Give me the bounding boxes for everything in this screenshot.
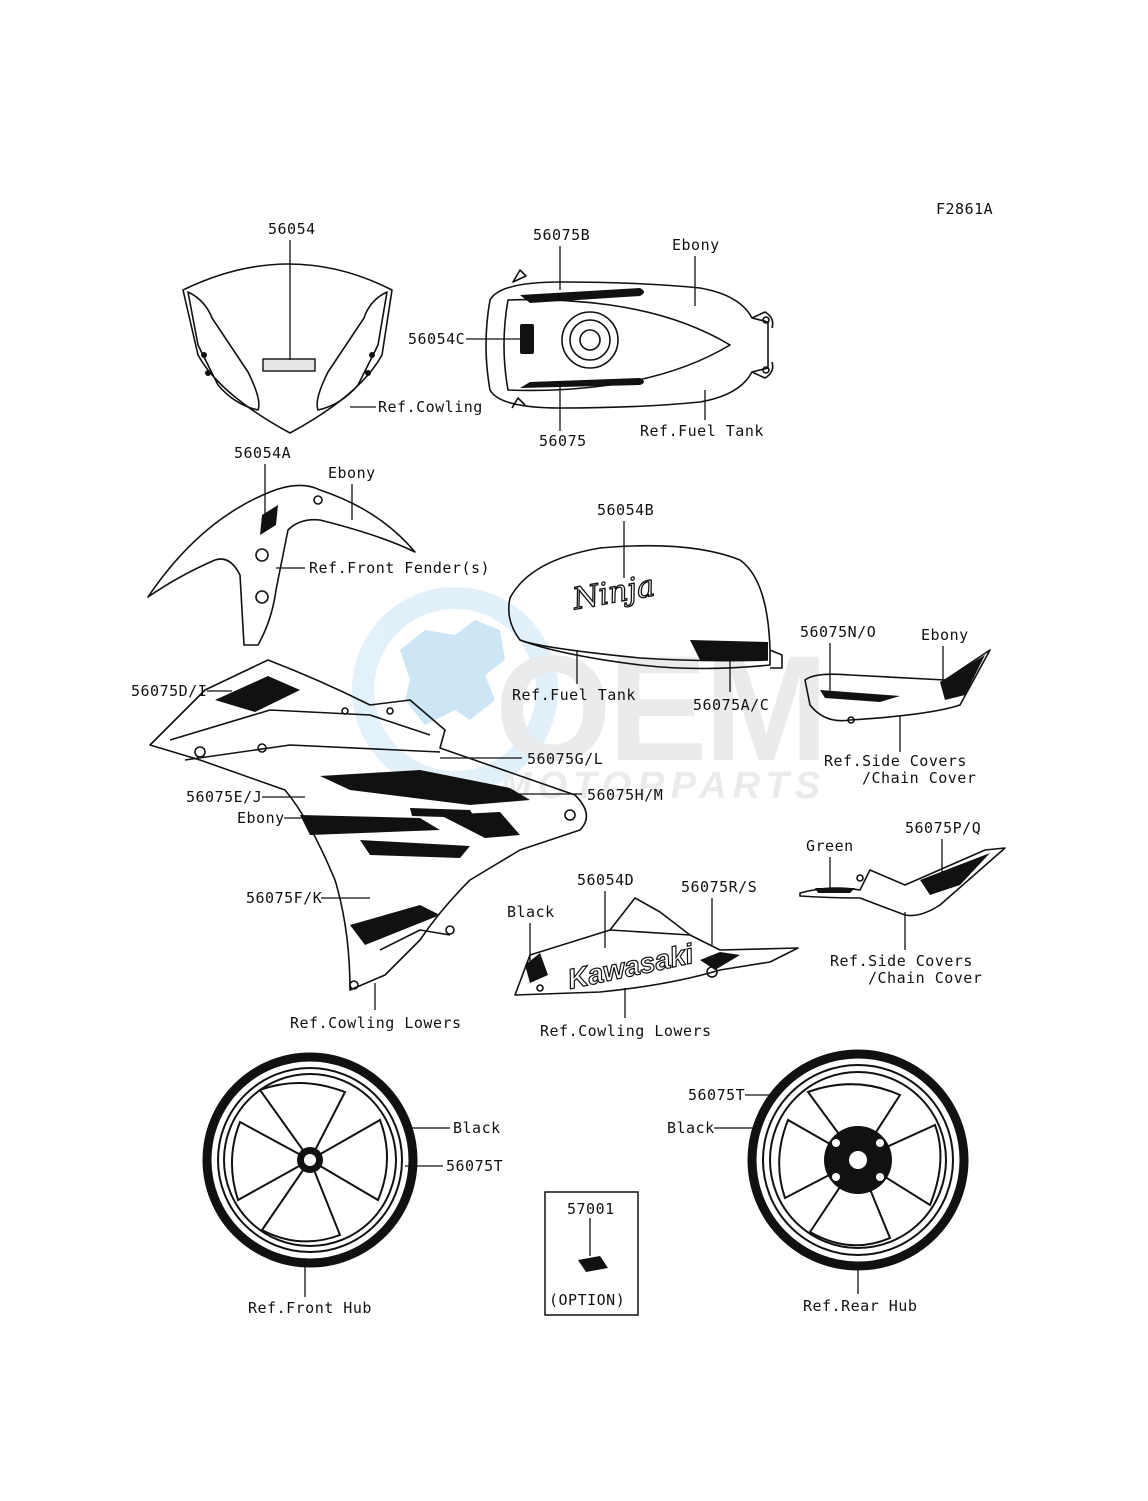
side-cover-upper-part bbox=[804, 649, 991, 724]
cowling-lower-part: Kawasaki bbox=[514, 897, 799, 996]
label-56075T-rear: 56075T bbox=[688, 1086, 745, 1104]
figure-code: F2861A bbox=[936, 200, 993, 218]
option-box bbox=[544, 1191, 639, 1316]
watermark-sub: MOTORPARTS bbox=[500, 765, 826, 807]
label-56075EJ: 56075E/J bbox=[186, 788, 262, 806]
label-ref-cowling-lowers-2: Ref.Cowling Lowers bbox=[540, 1022, 712, 1040]
label-56075DI: 56075D/I bbox=[131, 682, 207, 700]
label-black-rear: Black bbox=[667, 1119, 715, 1137]
label-black-front: Black bbox=[453, 1119, 501, 1137]
label-56075PQ: 56075P/Q bbox=[905, 819, 981, 837]
label-56075NO: 56075N/O bbox=[800, 623, 876, 641]
label-56075B: 56075B bbox=[533, 226, 590, 244]
label-ref-sidecovers-2: Ref.Side Covers bbox=[830, 952, 973, 970]
rear-wheel-part bbox=[747, 1049, 969, 1271]
label-56075RS: 56075R/S bbox=[681, 878, 757, 896]
label-ref-fuel-tank-side: Ref.Fuel Tank bbox=[512, 686, 636, 704]
label-black-lower: Black bbox=[507, 903, 555, 921]
label-56054B: 56054B bbox=[597, 501, 654, 519]
watermark-continent-shape bbox=[400, 620, 505, 725]
label-option: (OPTION) bbox=[549, 1291, 625, 1309]
label-chain-cover-1: /Chain Cover bbox=[862, 769, 976, 787]
label-ref-front-hub: Ref.Front Hub bbox=[248, 1299, 372, 1317]
label-56075GL: 56075G/L bbox=[527, 750, 603, 768]
label-chain-cover-2: /Chain Cover bbox=[868, 969, 982, 987]
label-green: Green bbox=[806, 837, 854, 855]
decal-ninja: Ninja bbox=[569, 569, 657, 618]
label-56075HM: 56075H/M bbox=[587, 786, 663, 804]
label-ebony-sidecover: Ebony bbox=[921, 626, 969, 644]
side-cowling-part bbox=[149, 659, 588, 991]
label-ebony-cowl: Ebony bbox=[237, 809, 285, 827]
front-fender-part bbox=[147, 484, 416, 646]
label-ref-sidecovers-1: Ref.Side Covers bbox=[824, 752, 967, 770]
label-56075FK: 56075F/K bbox=[246, 889, 322, 907]
label-56054D: 56054D bbox=[577, 871, 634, 889]
label-ref-cowling: Ref.Cowling bbox=[378, 398, 483, 416]
label-ref-rear-hub: Ref.Rear Hub bbox=[803, 1297, 917, 1315]
fuel-tank-top-part bbox=[485, 269, 774, 409]
label-56054C: 56054C bbox=[408, 330, 465, 348]
label-56075T-front: 56075T bbox=[446, 1157, 503, 1175]
label-ref-cowling-lowers-1: Ref.Cowling Lowers bbox=[290, 1014, 462, 1032]
windscreen-part bbox=[182, 263, 393, 434]
decal-kawasaki: Kawasaki bbox=[565, 938, 697, 995]
label-57001: 57001 bbox=[567, 1200, 615, 1218]
label-ebony-tank: Ebony bbox=[672, 236, 720, 254]
label-56075: 56075 bbox=[539, 432, 587, 450]
label-ebony-fender: Ebony bbox=[328, 464, 376, 482]
label-ref-front-fender: Ref.Front Fender(s) bbox=[309, 559, 490, 577]
label-56054A: 56054A bbox=[234, 444, 291, 462]
side-cover-lower-part bbox=[799, 847, 1006, 917]
label-56075AC: 56075A/C bbox=[693, 696, 769, 714]
front-wheel-part bbox=[202, 1052, 418, 1268]
label-56054: 56054 bbox=[268, 220, 316, 238]
label-ref-fuel-tank-top: Ref.Fuel Tank bbox=[640, 422, 764, 440]
